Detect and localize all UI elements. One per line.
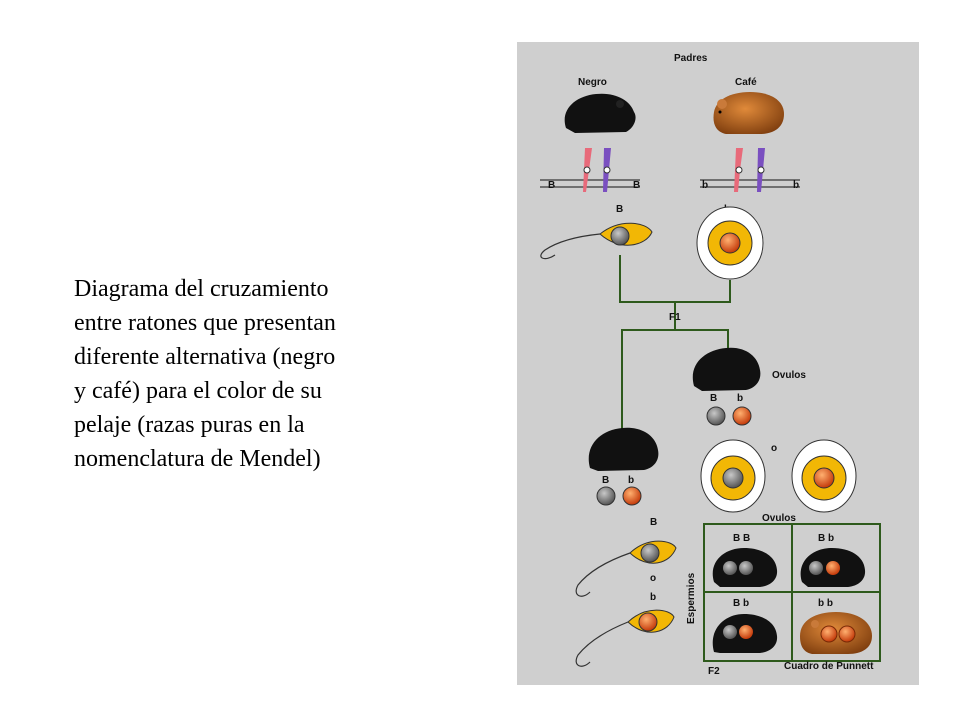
brown-mouse-icon — [800, 612, 872, 654]
f1-male-allele-b: b — [628, 475, 634, 486]
allele-gray-icon — [596, 486, 616, 506]
caption-text: Diagrama del cruzamiento entre ratones q… — [74, 272, 434, 476]
caption-line: nomenclatura de Mendel) — [74, 446, 321, 472]
f1-female-mouse-icon — [692, 347, 761, 391]
chromosome-pair-left-icon — [540, 148, 640, 192]
caption-line: y café) para el color de su — [74, 378, 322, 404]
sperm-or-label: o — [650, 573, 656, 584]
punnett-genotype: B b — [818, 533, 834, 544]
sperm-axis-label: Espermios — [686, 572, 697, 624]
allele-orange-icon — [622, 486, 642, 506]
sperm-icon — [575, 540, 677, 597]
caption-line: Diagrama del cruzamiento — [74, 276, 329, 302]
punnett-genotype: B B — [733, 533, 750, 544]
punnett-genotype: B b — [733, 598, 749, 609]
punnett-genotype: b b — [818, 598, 833, 609]
sperm-b-label: b — [650, 592, 656, 603]
allele-b-right: b — [793, 180, 799, 191]
f1-male-mouse-icon — [588, 427, 659, 471]
parents-label: Padres — [674, 53, 708, 64]
f1-ovules-label: Ovulos — [772, 370, 806, 381]
sperm-icon — [540, 222, 653, 260]
caption-line: entre ratones que presentan — [74, 310, 336, 336]
f1-female-allele-B: B — [710, 393, 717, 404]
allele-b-left: b — [702, 180, 708, 191]
caption-line: diferente alternativa (negro — [74, 344, 336, 370]
black-mouse-icon — [712, 614, 778, 653]
allele-gray-icon — [706, 406, 726, 426]
f1-label: F1 — [669, 312, 681, 323]
caption-line: pelaje (razas puras en la — [74, 412, 305, 438]
f2-ovules-label: Ovulos — [762, 513, 796, 524]
brown-mouse-icon — [713, 92, 784, 134]
punnett-label: Cuadro de Punnett — [784, 661, 874, 672]
sperm-allele-label: B — [616, 204, 623, 215]
allele-orange-icon — [732, 406, 752, 426]
f1-male-allele-B: B — [602, 475, 609, 486]
chromosome-pair-right-icon — [700, 148, 800, 192]
black-parent-label: Negro — [578, 77, 607, 88]
allele-B-right: B — [633, 180, 640, 191]
egg-icon — [791, 439, 857, 513]
cross-lines — [619, 255, 731, 430]
f1-female-allele-b: b — [737, 393, 743, 404]
f2-label: F2 — [708, 666, 720, 677]
black-mouse-icon — [712, 548, 778, 587]
black-mouse-icon — [564, 93, 636, 133]
punnett-square — [703, 523, 881, 662]
or-label: o — [771, 443, 777, 454]
sperm-icon — [575, 609, 675, 667]
black-mouse-icon — [800, 548, 866, 587]
sperm-B-label: B — [650, 517, 657, 528]
brown-parent-label: Café — [735, 77, 757, 88]
allele-B-left: B — [548, 180, 555, 191]
egg-icon — [700, 439, 766, 513]
egg-icon — [696, 206, 764, 280]
